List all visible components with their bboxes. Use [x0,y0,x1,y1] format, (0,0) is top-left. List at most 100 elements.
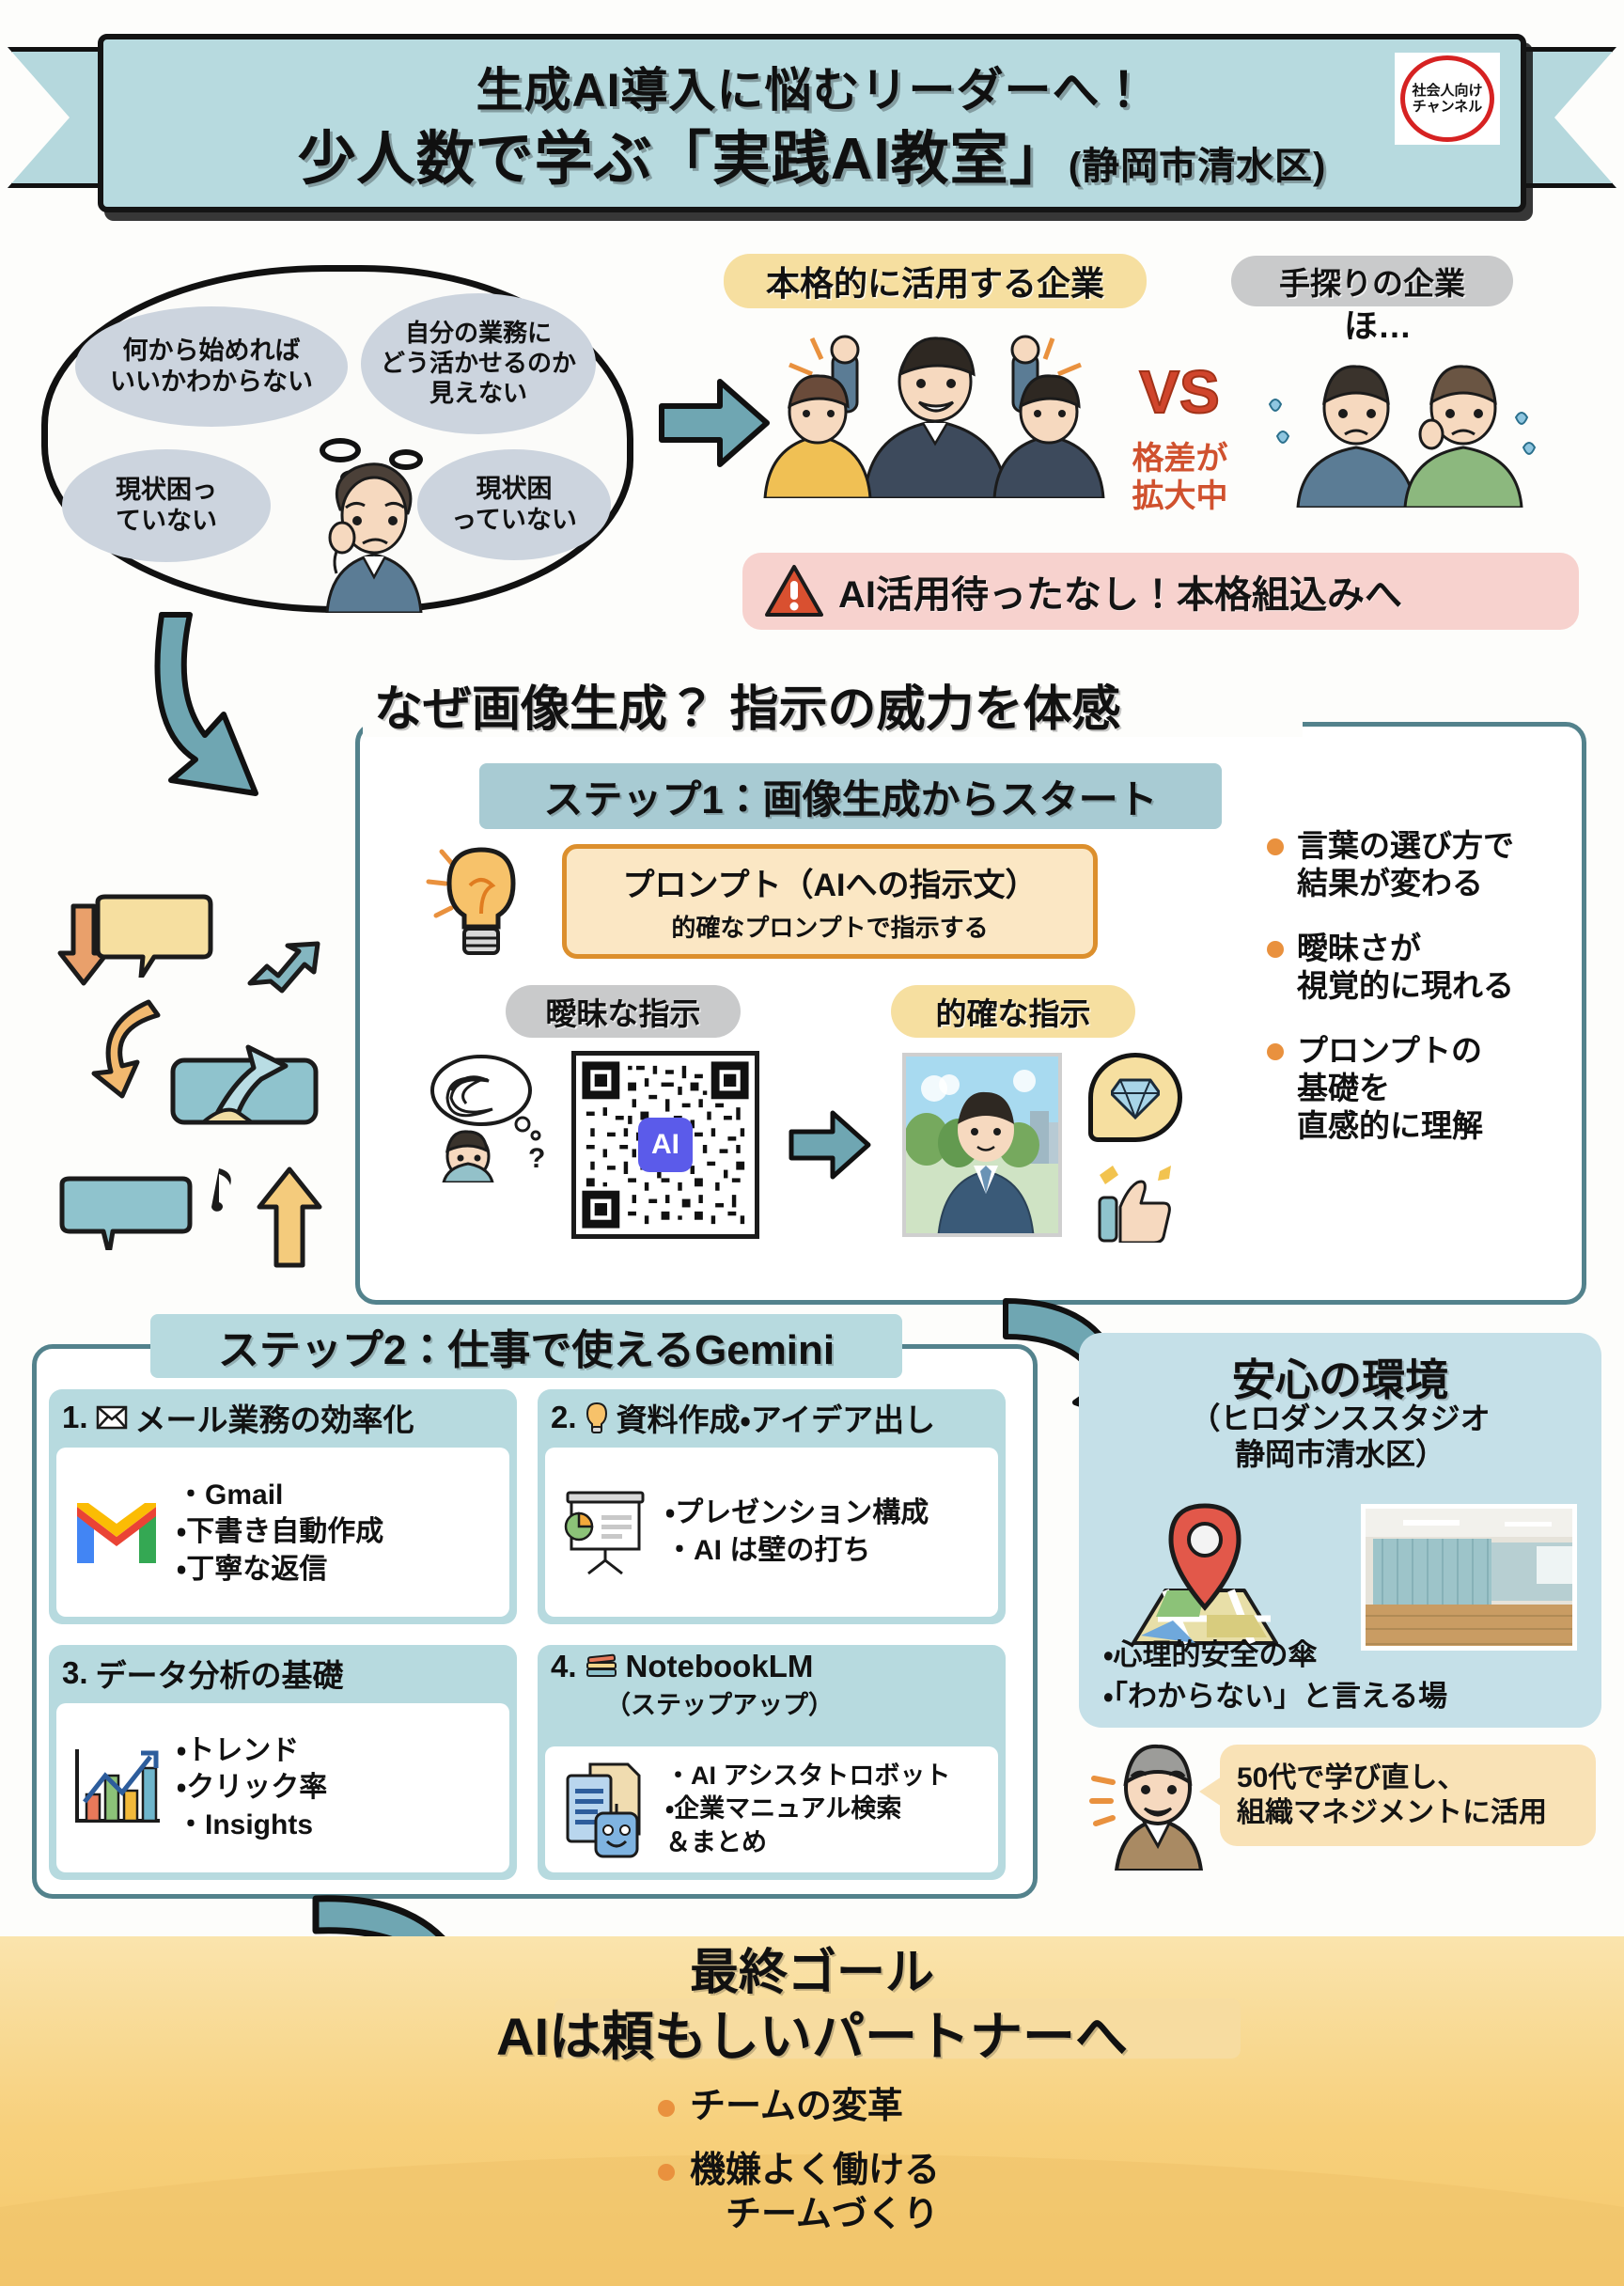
step1-bullet-2: 曖昧さが 視覚的に現れる [1267,930,1577,1004]
step2-card-2-number: 2. [551,1400,577,1434]
worry-bubble-3: 現状困っ ていない [62,449,271,562]
label-struggling-companies: 手探りの企業 [1231,256,1513,306]
bullet-dot-icon [658,2100,675,2117]
bullet-dot-icon [658,2164,675,2182]
title-line-2-sub: (静岡市清水区) [1068,146,1327,187]
channel-badge-oval: 社会人向け チャンネル [1400,55,1494,142]
environment-panel: 安心の環境 （ヒロダンススタジオ 静岡市清水区） [1079,1333,1601,1728]
step2-card-4-subtitle: （ステップアップ） [605,1691,834,1719]
worry-1-line-2: いいかわからない [110,368,313,396]
list-item: ・AI は壁の打ち [665,1535,871,1566]
worry-bubble-2: 自分の業務に どう活かせるのか 見えない [361,293,596,434]
list-item: ・心理的安全の傘 [1103,1638,1318,1672]
dance-studio-room-image [1366,1509,1572,1646]
list-item: ・下書き自動作成 [177,1516,384,1548]
senior-participant-illustration [1089,1744,1204,1871]
step2-card-1-number: 1. [62,1400,88,1434]
goal-title-2: AIは頼もしいパートナーへ [496,2007,1128,2066]
step2-card-1-list: ・Gmail ・下書き自動作成 ・丁寧な返信 [177,1477,500,1589]
step2-card-3-body: ・トレンド ・クリック率 ・Insights [56,1703,509,1872]
envelope-icon [96,1405,127,1430]
step1-bullet-1: 言葉の選び方で 結果が変わる [1267,827,1577,901]
svg-text:?: ? [528,1143,545,1174]
label-active-companies: 本格的に活用する企業 [724,254,1147,308]
step2-card-4-header: 4. NotebookLM （ステップアップ） [538,1645,1006,1745]
diamond-speech-bubble [1088,1053,1182,1142]
list-item: ・プレゼンション構成 [665,1497,929,1529]
step2-card-3-title: データ分析の基礎 [95,1658,344,1693]
portrait-illustration [906,1057,1058,1233]
gap-line-1: 格差が [1132,441,1228,477]
worry-1-line-1: 何から始めれば [122,337,301,366]
bar-chart-icon [66,1744,167,1832]
gmail-icon [66,1497,167,1567]
goal-title-1: 最終ゴール [689,1946,934,2000]
bullet-dot-icon [1267,838,1284,855]
diamond-icon [1111,1078,1160,1120]
channel-badge-line-2: チャンネル [1412,99,1483,115]
step2-card-2-body: ・プレゼンション構成 ・AI は壁の打ち [545,1448,998,1617]
books-icon [586,1653,617,1677]
thought-dot-icon [389,449,423,470]
arrow-down-curved-icon [154,612,258,796]
environment-subtitle-line-2: 静岡市清水区） [1234,1437,1445,1472]
confused-scribble-illustration: ? [430,1055,545,1182]
generated-portrait-image [902,1053,1062,1237]
goal-bullet-2: 機嫌よく働ける チームづくり [658,2149,940,2236]
step2-card-1-body: ・Gmail ・下書き自動作成 ・丁寧な返信 [56,1448,509,1617]
decor-speech-bubble-teal-icon [59,1176,193,1250]
worried-businessman-illustration [325,462,423,613]
step2-card-2-list: ・プレゼンション構成 ・AI は壁の打ち [665,1495,989,1569]
list-item: ・クリック率 [177,1772,328,1804]
celebrating-team-illustration [763,335,1105,498]
step1-bullet-3: プロンプトの 基礎を 直感的に理解 [1267,1032,1577,1144]
worry-3-line-2: ていない [116,507,217,535]
struggling-pair-illustration [1268,365,1537,508]
step2-card-1: 1. メール業務の効率化 ・Gmail ・下書き自動作成 ・丁寧な返信 [49,1389,517,1624]
step1-chip: ステップ1：画像生成からスタート [479,763,1222,829]
title-banner: 生成AI導入に悩むリーダーへ！ 少人数で学ぶ「実践AI教室」(静岡市清水区) 社… [98,34,1526,212]
list-item: ・Gmail [177,1479,284,1511]
tag-precise-instruction: 的確な指示 [891,985,1135,1038]
document-robot-icon [554,1761,656,1858]
step2-card-3-list: ・トレンド ・クリック率 ・Insights [177,1732,500,1844]
goal-wave-decor [0,2154,1624,2286]
worry-2-line-2: どう活かせるのか [380,349,576,378]
worry-bubble-4: 現状困 っていない [417,449,611,560]
step2-card-1-header: 1. メール業務の効率化 [49,1389,517,1446]
arrow-right-icon [789,1110,871,1180]
step1-bullet-1-text: 言葉の選び方で 結果が変わる [1297,828,1514,900]
bullet-dot-icon [1267,941,1284,959]
step2-card-4-body: ・AI アシスタトロボット ・企業マニュアル検索 ＆まとめ [545,1746,998,1872]
environment-bullet-list: ・心理的安全の傘 ・「わからない」と言える場 [1103,1635,1447,1716]
channel-badge-line-1: 社会人向け [1412,82,1483,99]
vs-label: VS [1138,357,1220,427]
step2-card-3: 3. データ分析の基礎 ・トレンド ・クリック率 ・Insights [49,1645,517,1880]
worry-bubble-1: 何から始めれば いいかわからない [75,306,348,427]
title-line-2-main: 少人数で学ぶ「実践AI教室」 [297,127,1069,192]
goal-bullet-1: チームの変革 [658,2085,940,2128]
list-item: ・AI アシスタトロボット [665,1761,951,1790]
thought-dot-icon [320,438,361,462]
step2-card-2-title: 資料作成・アイデア出し [616,1402,936,1437]
list-item: ・「わからない」と言える場 [1103,1679,1448,1713]
title-line-1: 生成AI導入に悩むリーダーへ！ [476,64,1148,117]
step2-card-4-list: ・AI アシスタトロボット ・企業マニュアル検索 ＆まとめ [665,1760,989,1860]
prompt-main-text: プロンプト（AIへの指示文） [622,868,1038,903]
step2-card-4: 4. NotebookLM （ステップアップ） [538,1645,1006,1880]
prompt-definition-box: プロンプト（AIへの指示文） 的確なプロンプトで指示する [562,844,1098,959]
header-banner: 生成AI導入に悩むリーダーへ！ 少人数で学ぶ「実践AI教室」(静岡市清水区) 社… [0,13,1624,226]
list-item: ＆まとめ [665,1827,767,1856]
worry-thought-cloud: 何から始めれば いいかわからない 自分の業務に どう活かせるのか 見えない 現状… [41,265,633,613]
presentation-chart-icon [554,1489,656,1575]
map-pin-icon [1132,1503,1278,1645]
worry-4-line-1: 現状困 [476,475,553,504]
lightbulb-icon [586,1401,607,1433]
decor-arrow-up-yellow-icon [257,1166,322,1268]
worry-3-line-1: 現状困っ [116,476,217,505]
list-item: ・トレンド [177,1734,300,1766]
bullet-dot-icon [1267,1043,1284,1061]
studio-photo [1361,1504,1577,1651]
qr-pattern [578,1057,753,1232]
